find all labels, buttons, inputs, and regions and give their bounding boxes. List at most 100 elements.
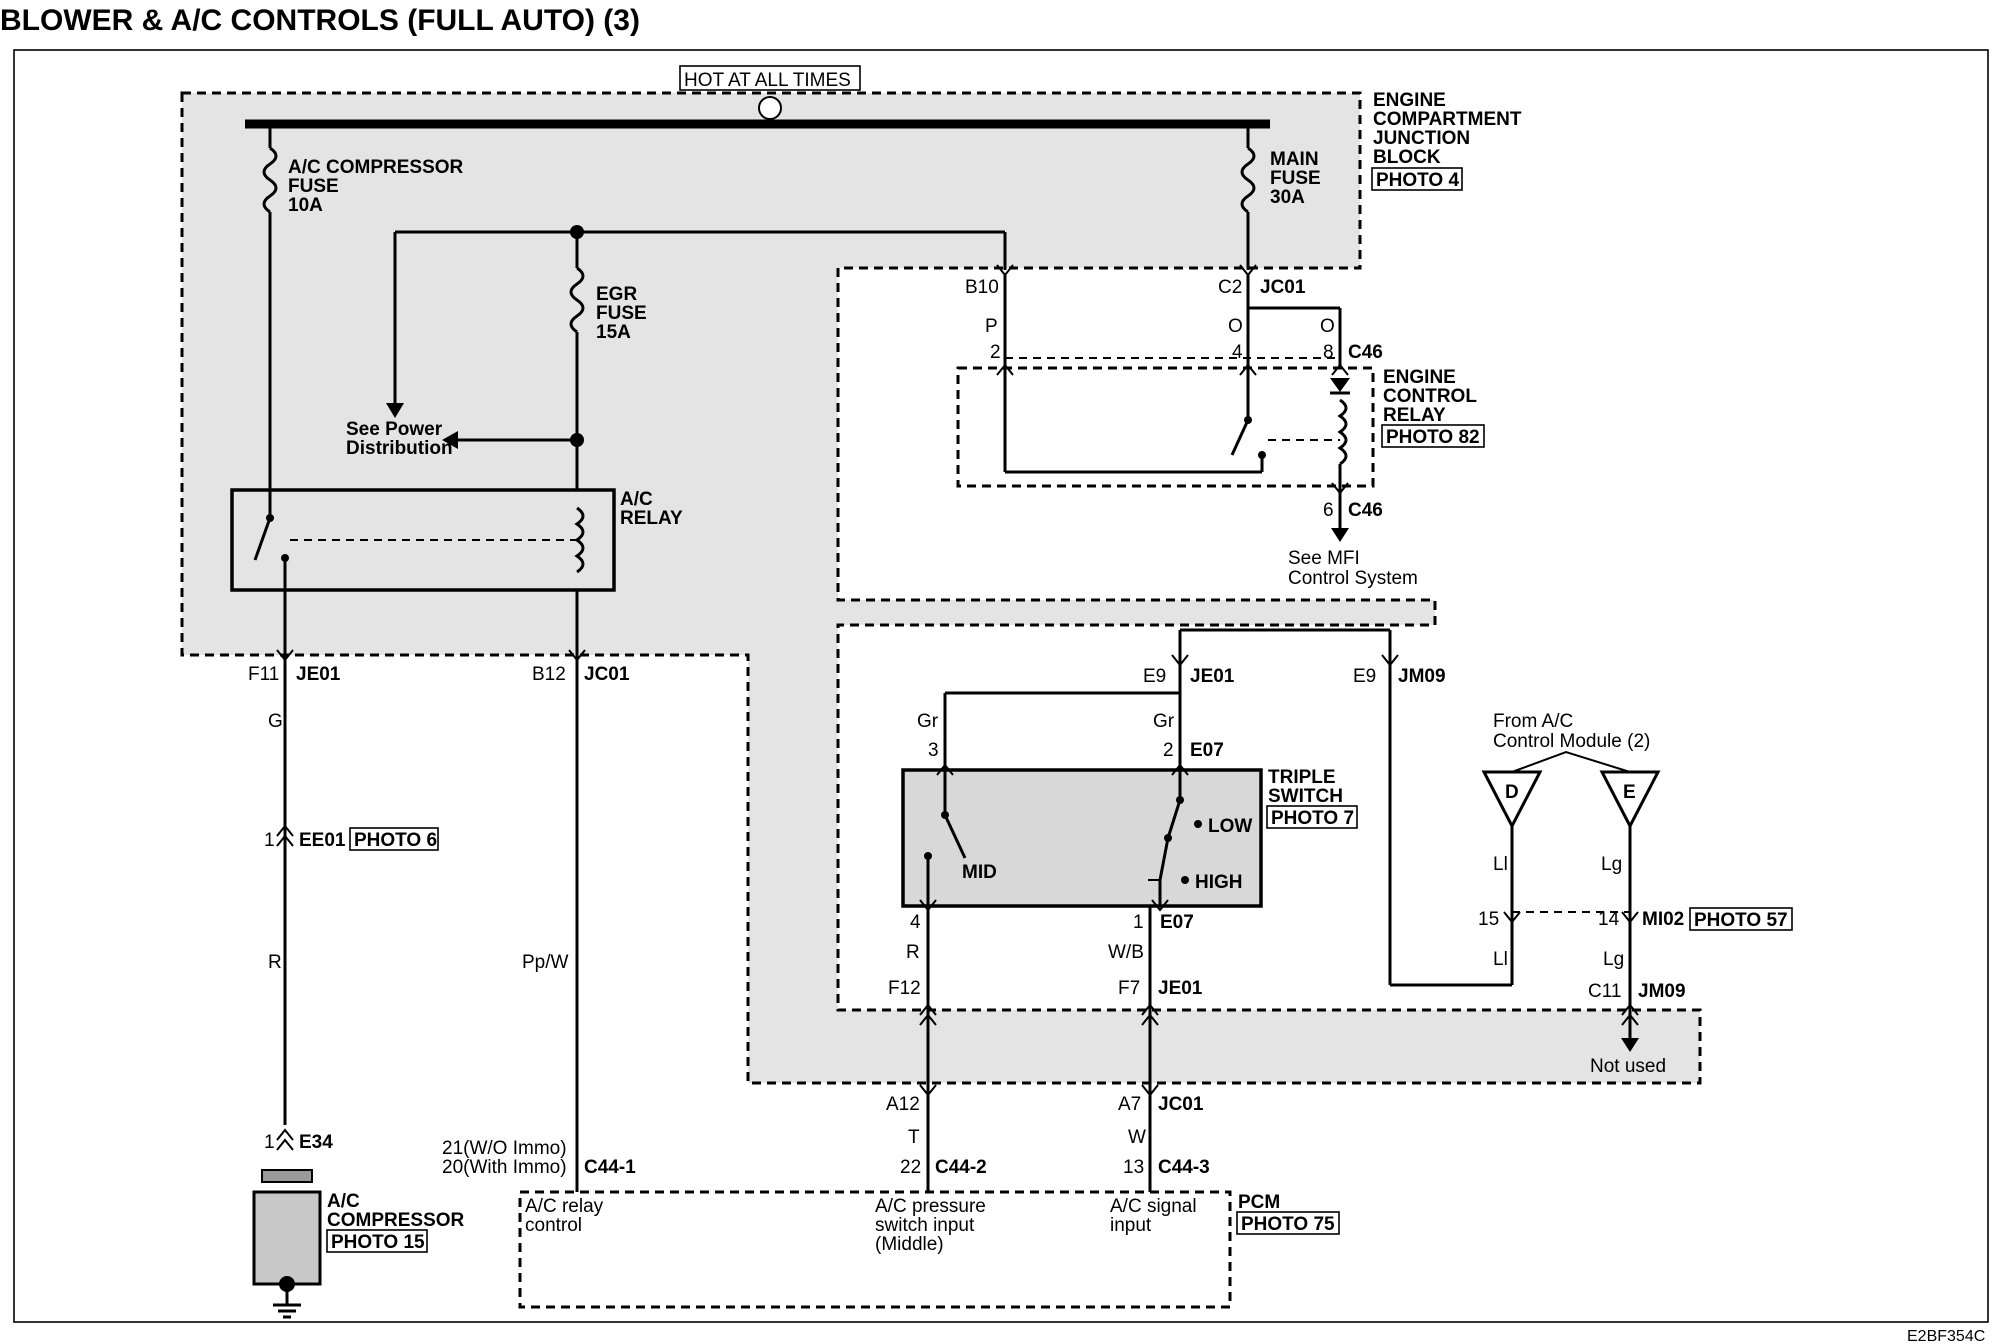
pcm-pressure-label-3: (Middle) (875, 1234, 944, 1255)
pin-mi02-14: 14 (1598, 909, 1620, 930)
power-dist-label-1: See Power (346, 419, 443, 440)
wire-color-ppw: Pp/W (522, 952, 569, 973)
wire-color-ll-upper: Ll (1493, 854, 1508, 875)
ts-low-point (1194, 820, 1202, 828)
conn-e07-top: E07 (1190, 740, 1224, 761)
wire-color-o-1: O (1228, 316, 1243, 337)
ac-fuse-label-3: 10A (288, 195, 323, 216)
pin-ecr-2: 2 (990, 342, 1001, 363)
pin-ts-4: 4 (910, 912, 921, 933)
conn-e34-chevron (276, 1128, 294, 1151)
ts-high-arm (1158, 837, 1170, 881)
compressor-clutch (261, 1169, 313, 1183)
mfi-label-2: Control System (1288, 568, 1418, 589)
wire-color-p: P (985, 316, 998, 337)
jb-photo-box (1371, 167, 1463, 191)
conn-e07-bottom: E07 (1160, 912, 1194, 933)
main-fuse-label-2: FUSE (1270, 168, 1321, 189)
pcm-pressure-label-1: A/C pressure (875, 1196, 986, 1217)
pin-mi02-15: 15 (1478, 909, 1499, 930)
photo7: PHOTO 7 (1271, 808, 1354, 829)
ts-mid-contact-arm (943, 814, 967, 859)
conn-f12: F12 (888, 978, 921, 999)
pcm-box (518, 1190, 1232, 1309)
ac-relay-label-1: A/C (620, 489, 653, 510)
conn-b12: B12 (532, 664, 566, 685)
conn-jc01-a7: JC01 (1158, 1094, 1204, 1115)
wire-color-gr-2: Gr (1153, 711, 1175, 732)
conn-jm09-c11: JM09 (1638, 981, 1686, 1002)
ts-label-2: SWITCH (1268, 786, 1343, 807)
arrow-powerdist-down (386, 403, 404, 418)
wire-color-g: G (268, 711, 283, 732)
relay-contact-arm (253, 517, 272, 561)
mi02-chevrons (1503, 911, 1639, 924)
conn-je01-e9: JE01 (1190, 666, 1235, 687)
ts-high-pivot (1164, 834, 1172, 842)
jb-label-4: BLOCK (1373, 147, 1441, 168)
photo6: PHOTO 6 (354, 830, 437, 851)
conn-f11: F11 (248, 664, 279, 685)
conn-c2: C2 (1218, 277, 1242, 298)
relay-contact-pivot (266, 514, 274, 522)
from-module-label-1: From A/C (1493, 711, 1573, 732)
conn-f7: F7 (1118, 978, 1140, 999)
ecr-label-3: RELAY (1383, 405, 1446, 426)
ts-mid-pivot (941, 811, 949, 819)
egr-fuse-label-2: FUSE (596, 303, 647, 324)
terminal-d (1481, 770, 1543, 830)
wire-color-gr-1: Gr (917, 711, 939, 732)
power-dist-label-2: Distribution (346, 438, 453, 459)
conn-ee01: EE01 (299, 830, 346, 851)
photo7-box (1266, 805, 1358, 829)
conn-e9-left: E9 (1143, 666, 1166, 687)
pin-ts-2: 2 (1163, 740, 1174, 761)
pcm-pressure-label-2: switch input (875, 1215, 975, 1236)
pcm-relay-label-1: A/C relay (525, 1196, 604, 1217)
wire-color-t: T (908, 1127, 920, 1148)
mfi-label-1: See MFI (1288, 548, 1360, 569)
arrow-not-used (1621, 1038, 1639, 1052)
wire-color-r-left: R (268, 952, 282, 973)
ac-relay-box (230, 488, 616, 592)
pin-c44-13: 13 (1123, 1157, 1144, 1178)
main-fuse-symbol (1240, 146, 1256, 214)
pin-ts-1: 1 (1133, 912, 1144, 933)
conn-b10: B10 (965, 277, 999, 298)
egr-fuse-label-3: 15A (596, 322, 631, 343)
ac-compressor-fuse-symbol (262, 146, 278, 214)
ts-top-chevrons (936, 763, 1189, 776)
conn-e9-right: E9 (1353, 666, 1376, 687)
ac-fuse-label-2: FUSE (288, 176, 339, 197)
ecr-bottom-chevron (1331, 482, 1349, 495)
conn-je01-f7: JE01 (1158, 978, 1203, 999)
ac-relay-coil (574, 506, 585, 574)
pin-ts-3: 3 (928, 740, 939, 761)
compressor-label-1: A/C (327, 1191, 360, 1212)
pin-c44-22: 22 (900, 1157, 921, 1178)
conn-c11: C11 (1588, 981, 1621, 1002)
compressor-ground-node (279, 1276, 295, 1292)
junction-block-border (180, 91, 1702, 1085)
ecr-top-chevrons (996, 363, 1349, 376)
ac-compressor-body (252, 1190, 322, 1286)
conn-jm09-e9: JM09 (1398, 666, 1446, 687)
conn-je01-left: JE01 (296, 664, 341, 685)
photo82: PHOTO 82 (1386, 427, 1480, 448)
jb-label-3: JUNCTION (1373, 128, 1470, 149)
ts-low-pivot (1176, 796, 1184, 804)
ts-high-label: HIGH (1195, 872, 1243, 893)
engine-control-relay-box (956, 366, 1375, 488)
arrow-mfi (1331, 528, 1349, 542)
pcm-signal-label-2: input (1110, 1215, 1152, 1236)
terminal-e-label: E (1623, 782, 1636, 803)
pcm-relay-label-2: control (525, 1215, 582, 1236)
conn-a12: A12 (886, 1094, 920, 1115)
from-module-bracket (1511, 750, 1631, 773)
ts-label-1: TRIPLE (1268, 767, 1336, 788)
terminal-e (1599, 770, 1661, 830)
ecr-contact-arm (1230, 419, 1250, 456)
conn-c46-top: C46 (1348, 342, 1383, 363)
